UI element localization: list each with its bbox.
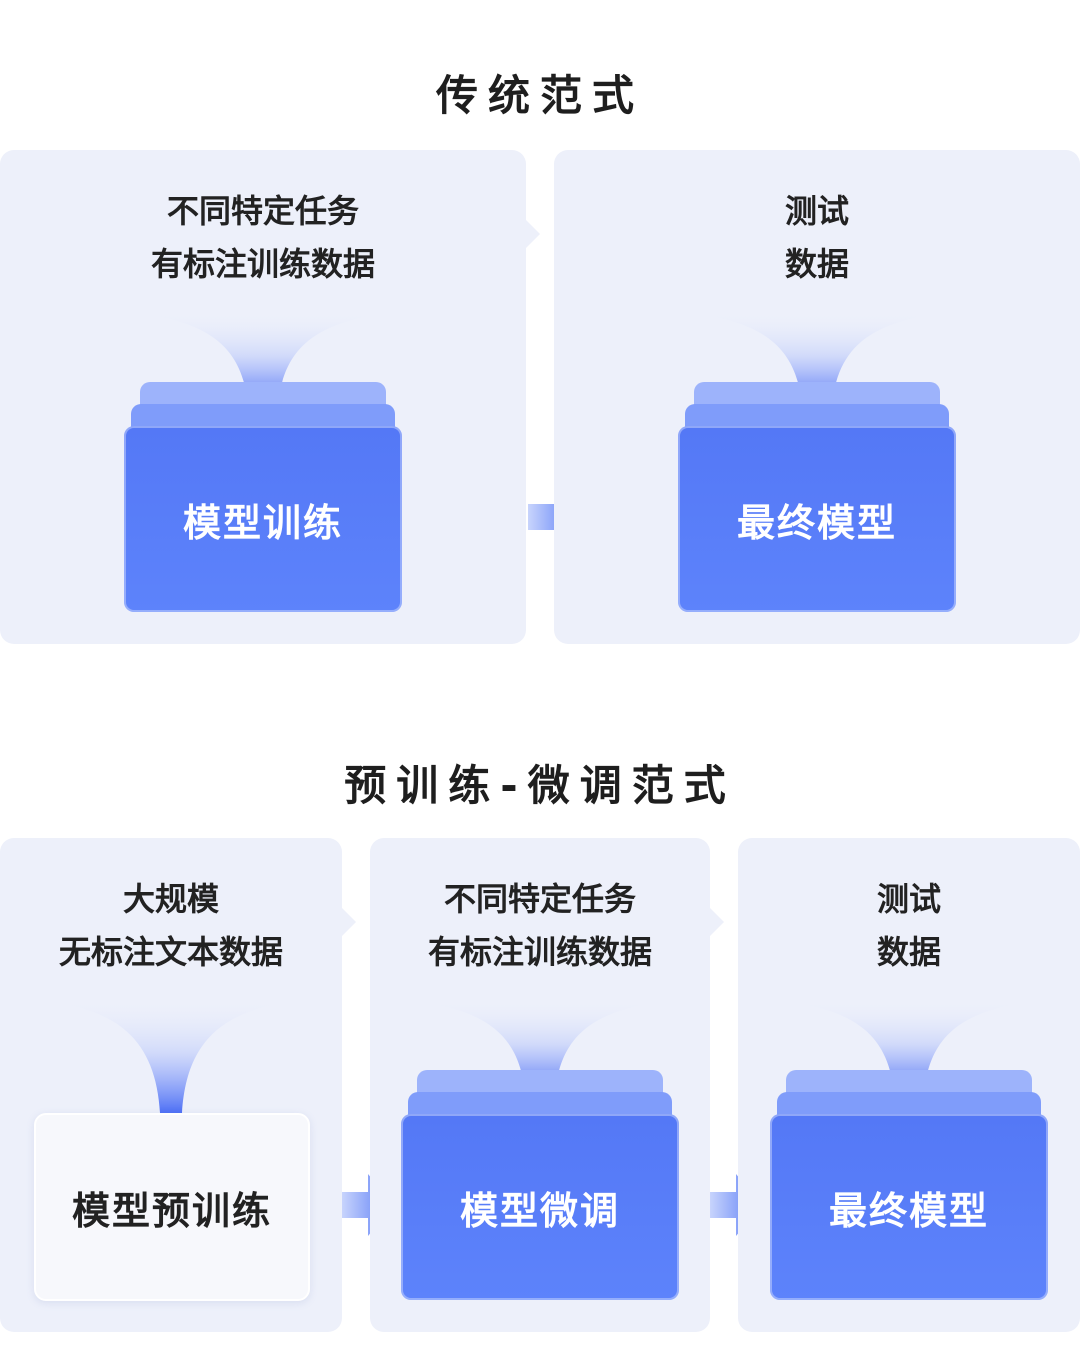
test-data-label: 测试 数据 — [554, 185, 1080, 291]
pretrain-finetune-title: 预训练-微调范式 — [344, 761, 736, 810]
final-model-label: 最终模型 — [828, 1188, 989, 1233]
label-line: 不同特定任务 — [443, 880, 636, 918]
model-card: 最终模型 — [770, 1114, 1048, 1300]
label-line: 数据 — [876, 933, 941, 971]
finetune-test-panel: 测试 数据 最终模型 — [738, 838, 1080, 1332]
model-training-box: 模型训练 — [124, 382, 402, 612]
model-card: 模型微调 — [401, 1114, 679, 1300]
pretrain-data-label: 大规模 无标注文本数据 — [0, 873, 342, 979]
label-line: 大规模 — [122, 880, 219, 918]
funnel-icon — [425, 1003, 655, 1093]
final-model-box: 最终模型 — [678, 382, 956, 612]
label-line: 有标注训练数据 — [427, 933, 652, 971]
pretrain-panel: 大规模 无标注文本数据 模型预训练 — [0, 838, 356, 1332]
model-finetune-box: 模型微调 — [401, 1070, 679, 1300]
model-card: 模型训练 — [124, 426, 402, 612]
traditional-title: 传统范式 — [435, 71, 644, 120]
finetune-panel: 不同特定任务 有标注训练数据 模型微调 — [370, 838, 724, 1332]
label-line: 不同特定任务 — [166, 192, 359, 230]
model-pretrain-label: 模型预训练 — [71, 1188, 272, 1233]
funnel-icon — [794, 1003, 1024, 1093]
label-line: 测试 — [784, 192, 849, 230]
model-pretrain-box: 模型预训练 — [34, 1113, 310, 1301]
model-training-label: 模型训练 — [182, 500, 343, 545]
model-finetune-label: 模型微调 — [459, 1188, 620, 1233]
traditional-train-panel: .p1::after{} 不同特定任务 有标注训练数据 模型训练 — [0, 150, 540, 644]
label-line: 测试 — [876, 880, 941, 918]
funnel-icon — [702, 315, 932, 405]
label-line: 有标注训练数据 — [150, 245, 375, 283]
train-data-label: 不同特定任务 有标注训练数据 — [0, 185, 526, 291]
label-line: 数据 — [784, 245, 849, 283]
funnel-icon — [148, 315, 378, 405]
model-card: 最终模型 — [678, 426, 956, 612]
finetune-data-label: 不同特定任务 有标注训练数据 — [370, 873, 710, 979]
label-line: 无标注文本数据 — [58, 933, 283, 971]
test-data-label: 测试 数据 — [738, 873, 1080, 979]
traditional-test-panel: 测试 数据 最终模型 — [554, 150, 1080, 644]
final-model-box: 最终模型 — [770, 1070, 1048, 1300]
funnel-icon — [56, 1003, 286, 1113]
final-model-label: 最终模型 — [736, 500, 897, 545]
